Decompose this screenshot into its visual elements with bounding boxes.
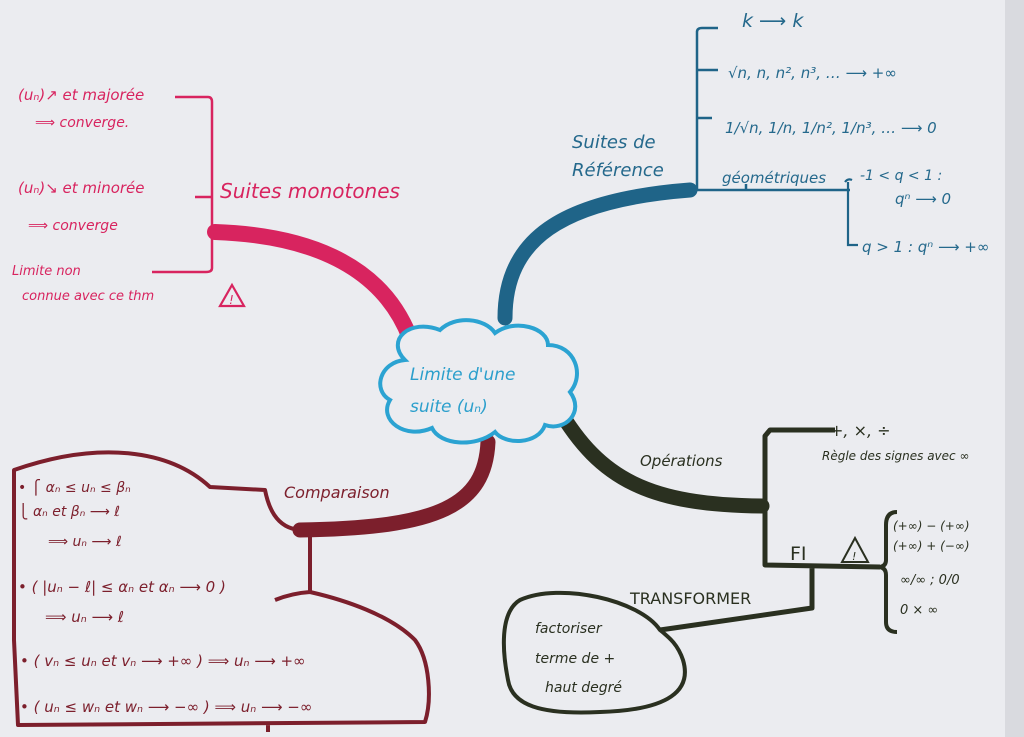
paper-edge <box>1005 0 1024 737</box>
monotones-item-1-line1: (uₙ)↗ et majorée <box>18 86 144 104</box>
branch-comparaison: Comparaison • ⎧ αₙ ≤ uₙ ≤ βₙ ⎩ αₙ et βₙ … <box>12 434 496 732</box>
blue-bracket <box>690 26 850 192</box>
monotones-item-2-line1: (uₙ)↘ et minorée <box>18 179 145 197</box>
reference-title-line1: Suites de <box>572 132 656 153</box>
warning-icon: ! <box>840 535 870 563</box>
fi-form-3: ∞/∞ ; 0/0 <box>900 573 960 588</box>
reference-item-powers: √n, n, n², n³, … ⟶ +∞ <box>728 64 897 82</box>
geometric-case1-line1: -1 < q < 1 : <box>860 168 942 184</box>
green-main-branch <box>550 400 770 514</box>
monotones-title: Suites monotones <box>220 179 400 203</box>
operations-title: Opérations <box>640 452 723 470</box>
svg-text:!: ! <box>229 293 234 307</box>
fi-form-2: (+∞) + (−∞) <box>893 539 970 553</box>
comparaison-item-1-line2: ⎩ αₙ et βₙ ⟶ ℓ <box>18 502 120 520</box>
center-title-line1: Limite d'une <box>410 365 515 385</box>
branch-suites-reference: Suites de Référence k ⟶ k √n, n, n², n³,… <box>497 10 989 326</box>
comparaison-item-2-line1: • ( |uₙ − ℓ| ≤ αₙ et αₙ ⟶ 0 ) <box>18 578 226 596</box>
center-cloud <box>378 318 579 445</box>
maroon-main-branch <box>292 434 496 538</box>
comparaison-item-4: • ( uₙ ≤ wₙ et wₙ ⟶ −∞ ) ⟹ uₙ ⟶ −∞ <box>20 698 312 716</box>
monotones-item-3-line2: connue avec ce thm <box>22 289 154 304</box>
fi-curly-brace <box>877 510 898 634</box>
operations-item-basic: +, ×, ÷ <box>830 421 891 440</box>
geometric-case2: q > 1 : qⁿ ⟶ +∞ <box>862 238 989 256</box>
warning-icon: ! <box>218 282 246 308</box>
reference-title-line2: Référence <box>572 160 664 181</box>
pink-main-branch <box>207 224 418 346</box>
comparaison-frame <box>12 450 431 732</box>
reference-item-inverses: 1/√n, 1/n, 1/n², 1/n³, … ⟶ 0 <box>725 119 937 137</box>
transformer-blob <box>501 590 687 715</box>
geometric-case1-line2: qⁿ ⟶ 0 <box>895 190 951 208</box>
transformer-note-line1: factoriser <box>535 621 603 637</box>
comparaison-item-1-line3: ⟹ uₙ ⟶ ℓ <box>48 534 122 550</box>
pink-bracket <box>152 95 218 274</box>
transformer-note-line3: haut degré <box>545 680 622 696</box>
transformer-note-line2: terme de + <box>535 651 615 667</box>
monotones-item-2-line2: ⟹ converge <box>28 218 118 234</box>
monotones-item-1-line2: ⟹ converge. <box>35 115 129 131</box>
blue-main-branch <box>497 182 698 326</box>
fi-form-1: (+∞) − (+∞) <box>893 519 970 533</box>
branch-suites-monotones: Suites monotones (uₙ)↗ et majorée ⟹ conv… <box>12 86 418 346</box>
svg-text:!: ! <box>852 550 856 563</box>
geometric-bracket <box>844 178 858 247</box>
branch-operations: Opérations +, ×, ÷ Règle des signes avec… <box>501 400 970 715</box>
comparaison-item-2-line2: ⟹ uₙ ⟶ ℓ <box>45 608 124 626</box>
comparaison-title: Comparaison <box>284 483 390 502</box>
operations-bracket <box>659 427 881 633</box>
transformer-label: TRANSFORMER <box>629 589 751 608</box>
monotones-item-3-line1: Limite non <box>12 264 81 279</box>
comparaison-item-1-line1: • ⎧ αₙ ≤ uₙ ≤ βₙ <box>18 479 131 496</box>
fi-form-4: 0 × ∞ <box>900 603 938 618</box>
reference-item-constant: k ⟶ k <box>742 10 804 32</box>
center-title-line2: suite (uₙ) <box>410 397 488 417</box>
fi-label: FI <box>790 543 807 565</box>
central-node: Limite d'une suite (uₙ) <box>378 318 579 445</box>
comparaison-item-3: • ( vₙ ≤ uₙ et vₙ ⟶ +∞ ) ⟹ uₙ ⟶ +∞ <box>20 652 306 670</box>
operations-item-signs: Règle des signes avec ∞ <box>822 449 969 463</box>
reference-item-geometric: géométriques <box>722 169 826 187</box>
